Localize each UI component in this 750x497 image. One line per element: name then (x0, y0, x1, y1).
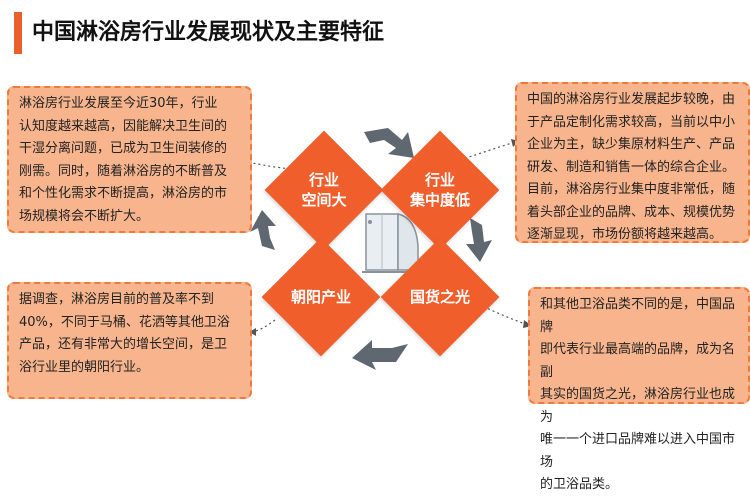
text-line: 即代表行业最高端的品牌，成为名副 (540, 342, 736, 380)
text-line: 场规模将会不断扩大。 (19, 208, 150, 224)
text-line: 浴行业里的朝阳行业。 (19, 359, 150, 375)
text-line: 企业为主，缺少集原材料生产、产品 (527, 137, 736, 152)
node-label-line: 集中度低 (409, 191, 470, 209)
text-line: 逐渐显现，市场份额将越来越高。 (527, 227, 723, 242)
node-industry-space-label: 行业 空间大 (264, 170, 384, 210)
text-line: 研发、制造和销售一体的综合企业。 (527, 159, 736, 175)
text-line: 其实的国货之光，淋浴房行业也成为 (540, 387, 736, 425)
text-line: 于产品定制化需求较高，当前以中小 (527, 114, 736, 130)
text-line: 着头部企业的品牌、成本、规模优势 (527, 204, 736, 220)
text-line: 认知度越来越高，因能解决卫生间的 (19, 118, 228, 134)
cycle-arrow-top-icon (364, 128, 414, 158)
cycle-arrow-bottom-icon (352, 340, 408, 370)
node-industry-concentration-label: 行业 集中度低 (380, 170, 500, 210)
text-line: 唯一一个进口品牌难以进入中国市场 (540, 432, 736, 470)
node-label-line: 空间大 (301, 191, 347, 209)
text-line: 40%，不同于马桶、花洒等其他卫浴 (19, 314, 230, 330)
text-line: 据调查，淋浴房目前的普及率不到 (19, 292, 215, 307)
page-title: 中国淋浴房行业发展现状及主要特征 (32, 20, 385, 45)
text-box-national-pride: 和其他卫浴品类不同的是，中国品牌 即代表行业最高端的品牌，成为名副 其实的国货之… (528, 287, 750, 492)
node-national-pride-label: 国货之光 (409, 288, 470, 306)
title-accent-bar (14, 12, 22, 54)
node-label-line: 行业 (424, 171, 455, 189)
node-label-line: 行业 (308, 171, 339, 189)
cycle-arrow-left-icon (250, 210, 276, 250)
text-line: 刚需。同时，随着淋浴房的不断普及 (19, 163, 228, 179)
text-line: 淋浴房行业发展至今近30年，行业 (19, 96, 218, 111)
text-line: 和其他卫浴品类不同的是，中国品牌 (540, 297, 736, 335)
node-sunrise-industry-label: 朝阳产业 (290, 288, 351, 306)
text-box-sunrise-industry: 据调查，淋浴房目前的普及率不到 40%，不同于马桶、花洒等其他卫浴 产品，还有非… (7, 282, 252, 399)
text-line: 产品，还有非常大的增长空间，是卫 (19, 337, 228, 352)
text-line: 和个性化需求不断提高，淋浴房的市 (19, 186, 228, 201)
text-line: 目前，淋浴房行业集中度非常低，随 (527, 182, 736, 197)
text-line: 中国的淋浴房行业发展起步较晚，由 (527, 92, 736, 107)
text-line: 的卫浴品类。 (540, 477, 619, 492)
connector-top-right (459, 141, 516, 161)
text-box-industry-space: 淋浴房行业发展至今近30年，行业 认知度越来越高，因能解决卫生间的 干湿分离问题… (7, 86, 252, 233)
text-line: 干湿分离问题，已成为卫生间装修的 (19, 141, 228, 156)
shower-enclosure-icon (362, 213, 420, 273)
text-box-industry-concentration: 中国的淋浴房行业发展起步较晚，由 于产品定制化需求较高，当前以中小 企业为主，缺… (515, 82, 750, 243)
cycle-arrow-right-icon (466, 218, 492, 262)
connector-arrowhead-bl (249, 328, 256, 336)
